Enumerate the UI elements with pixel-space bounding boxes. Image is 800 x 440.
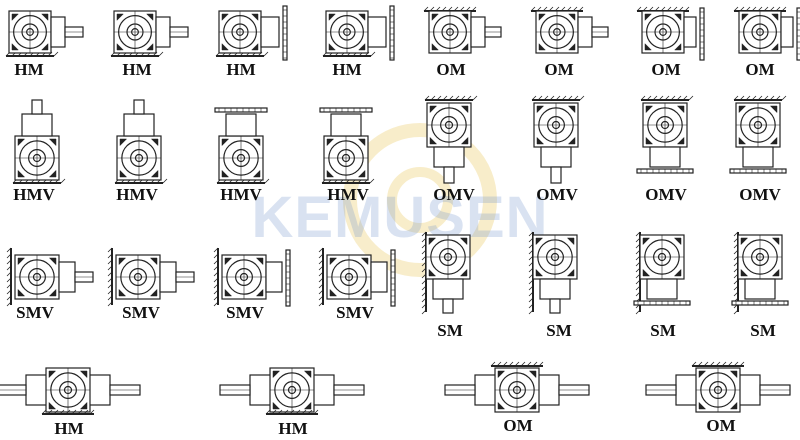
gearbox-row2-3 [214, 107, 270, 184]
gearbox-row3-5 [421, 231, 471, 315]
gearbox-row1-4 [322, 5, 395, 61]
watermark-text: KEMUSEN [251, 185, 549, 250]
label-hmv-2: HMV [116, 185, 158, 204]
gearbox-row2-2 [114, 99, 168, 184]
label-omv-1: OMV [433, 185, 475, 204]
label-om-2: OM [544, 60, 574, 79]
gearbox-row3-3 [213, 247, 291, 307]
label-hm-1: HM [14, 60, 44, 79]
gearbox-row2-4 [319, 107, 375, 184]
gearbox-row2-6 [531, 95, 585, 184]
gearbox-row1-2 [110, 10, 189, 57]
gearbox-row2-7 [636, 95, 694, 174]
gearbox-row1-1 [5, 10, 84, 57]
gearbox-row1-6 [530, 6, 609, 54]
label-omv-4: OMV [739, 185, 781, 204]
label-sm-3: SM [650, 321, 676, 340]
gearbox-row2-1 [12, 99, 66, 184]
label-hm-5: HM [54, 419, 84, 438]
label-hmv-3: HMV [220, 185, 262, 204]
label-om-6: OM [706, 416, 736, 435]
gearbox-row4-1 [0, 367, 141, 415]
gearbox-row3-8 [731, 231, 789, 315]
gearbox-row3-1 [6, 247, 94, 307]
label-hm-2: HM [122, 60, 152, 79]
gearbox-row3-2 [107, 247, 195, 307]
label-omv-3: OMV [645, 185, 687, 204]
label-smv-3: SMV [226, 303, 264, 322]
label-omv-2: OMV [536, 185, 578, 204]
label-sm-1: SM [437, 321, 463, 340]
gearbox-row1-8 [733, 6, 800, 61]
label-sm-2: SM [546, 321, 572, 340]
gearbox-row3-6 [528, 231, 578, 315]
gearbox-row4-2 [219, 367, 365, 415]
label-om-5: OM [503, 416, 533, 435]
label-smv-4: SMV [336, 303, 374, 322]
label-hmv-1: HMV [13, 185, 55, 204]
gearbox-row4-4 [645, 361, 791, 413]
gearbox-row2-5 [424, 95, 478, 184]
label-hm-4: HM [332, 60, 362, 79]
label-hm-3: HM [226, 60, 256, 79]
gearbox-row1-7 [636, 6, 705, 61]
label-hm-6: HM [278, 419, 308, 438]
gearbox-row1-5 [423, 6, 502, 54]
label-hmv-4: HMV [327, 185, 369, 204]
label-smv-2: SMV [122, 303, 160, 322]
label-om-3: OM [651, 60, 681, 79]
label-sm-4: SM [750, 321, 776, 340]
gearbox-row2-8 [729, 95, 787, 174]
label-om-1: OM [436, 60, 466, 79]
gearbox-row1-3 [215, 5, 288, 61]
label-om-4: OM [745, 60, 775, 79]
gearbox-row3-7 [633, 231, 691, 315]
label-smv-1: SMV [16, 303, 54, 322]
gearbox-row3-4 [318, 247, 396, 307]
gearbox-row4-3 [444, 361, 590, 413]
